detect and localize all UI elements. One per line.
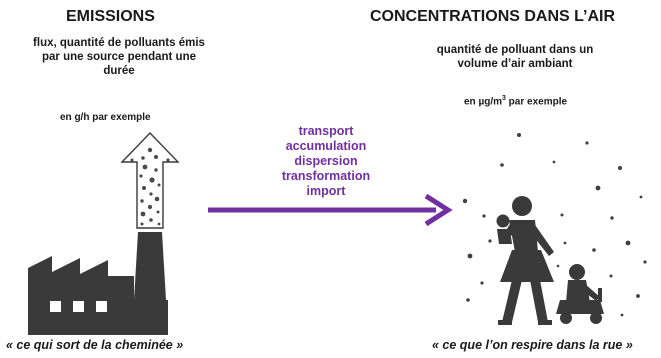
concentrations-quote: « ce que l’on respire dans la rue » — [432, 338, 633, 352]
emissions-quote: « ce qui sort de la cheminée » — [6, 338, 184, 352]
emissions-unit: en g/h par exemple — [60, 112, 151, 123]
process-list: transport accumulation dispersion transf… — [262, 124, 390, 199]
concentrations-title: CONCENTRATIONS DANS L’AIR — [370, 8, 616, 25]
concentrations-unit-prefix: en µg/m — [464, 96, 502, 108]
factory-chimney — [134, 232, 166, 300]
plume-particles — [130, 147, 170, 226]
concentrations-description-line: quantité de polluant dans un — [436, 44, 594, 56]
child-on-toy-figure — [556, 264, 604, 324]
factory-icon — [28, 131, 180, 335]
emissions-title: EMISSIONS — [66, 8, 155, 25]
transfer-arrow-head — [424, 193, 453, 227]
process-item: transport — [298, 124, 354, 138]
concentrations-description: quantité de polluant dans un volume d’ai… — [410, 43, 620, 71]
concentrations-unit-exponent: 3 — [502, 95, 506, 102]
factory-window — [50, 301, 61, 312]
factory-building — [28, 256, 168, 335]
concentrations-description-line: volume d’air ambiant — [457, 58, 573, 70]
transfer-arrow — [208, 193, 453, 227]
woman-with-baby-figure — [496, 196, 554, 325]
air-particles — [462, 133, 647, 317]
factory-window — [96, 301, 107, 312]
process-item: import — [306, 184, 346, 198]
concentrations-unit-suffix: par exemple — [505, 96, 568, 108]
process-item: dispersion — [294, 154, 358, 168]
emissions-description-line: par une source pendant une — [42, 51, 196, 63]
emissions-description-line: durée — [103, 65, 135, 77]
process-item: accumulation — [285, 139, 367, 153]
concentrations-unit: en µg/m3 par exemple — [464, 95, 567, 107]
factory-window — [73, 301, 84, 312]
process-item: transformation — [281, 169, 371, 183]
emissions-description-line: flux, quantité de polluants émis — [33, 37, 205, 49]
emissions-description: flux, quantité de polluants émis par une… — [8, 36, 230, 78]
people-in-polluted-air-icon — [496, 196, 604, 325]
